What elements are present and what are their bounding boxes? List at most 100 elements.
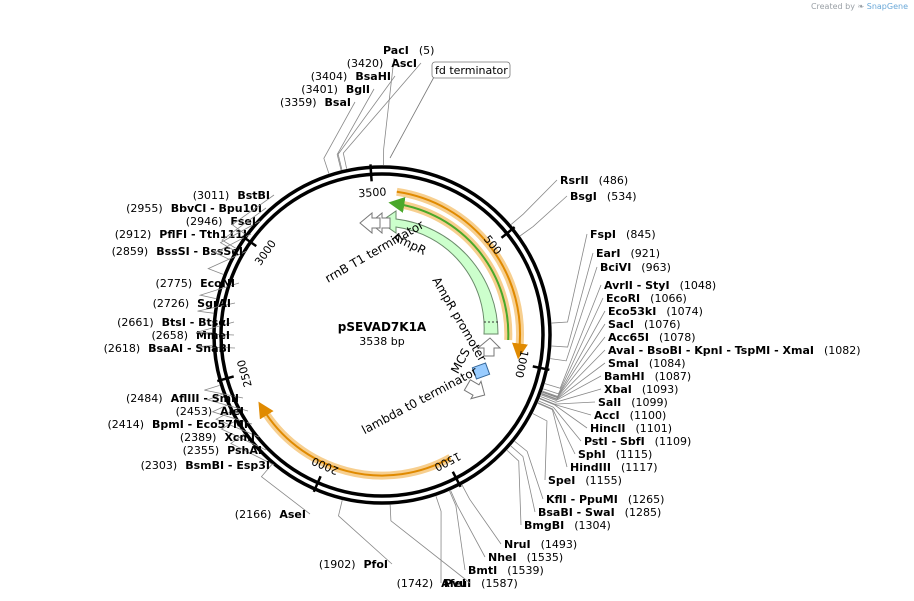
site-position: (2658): [151, 329, 188, 342]
restriction-site-bstbi[interactable]: BstBI(3011): [193, 189, 275, 235]
restriction-site-bsaai[interactable]: BsaAI - SnaBI(2618): [104, 342, 236, 355]
restriction-site-afei[interactable]: AfeI(1742): [389, 504, 471, 590]
site-leader-line: [510, 179, 558, 225]
site-leader-line: [540, 375, 602, 401]
restriction-site-eari[interactable]: EarI(921): [551, 247, 660, 348]
site-name: EarI: [596, 247, 620, 260]
restriction-site-alei[interactable]: AleI(2453): [176, 393, 249, 418]
site-leader-line: [197, 302, 236, 314]
restriction-site-avrii[interactable]: AvrII - StyI(1048): [544, 279, 716, 389]
site-leader-line: [450, 490, 486, 558]
restriction-site-afliii[interactable]: AflIII - SmlI(2484): [126, 385, 244, 405]
restriction-site-smai[interactable]: SmaI(1084): [541, 357, 685, 400]
orf-arc-3[interactable]: [258, 401, 451, 477]
tick-mark-1500: [451, 471, 462, 488]
site-name: BsaAI - SnaBI: [148, 342, 231, 355]
restriction-site-xcmi[interactable]: XcmI(2389): [180, 411, 260, 444]
site-leader-line: [383, 57, 395, 166]
restriction-site-psti[interactable]: PstI - SbfI(1109): [538, 400, 692, 448]
restriction-site-nhei[interactable]: NheI(1535): [450, 490, 564, 564]
site-name: PshAI: [227, 444, 262, 457]
site-name: SalI: [598, 396, 621, 409]
site-name: Eco53kI: [608, 305, 656, 318]
site-name: AscI: [391, 57, 417, 70]
orf-arc-1[interactable]: [396, 190, 528, 360]
restriction-site-mmei[interactable]: MmeI(2658): [151, 329, 235, 342]
site-position: (2355): [183, 444, 220, 457]
restriction-site-acc65i[interactable]: Acc65I(1078): [541, 331, 696, 399]
site-position: (1285): [625, 506, 662, 519]
restriction-site-bsai[interactable]: BsaI(3359): [280, 96, 356, 174]
site-name: FspI: [590, 228, 616, 241]
restriction-site-hindiii[interactable]: HindIII(1117): [537, 402, 658, 474]
site-leader-line: [338, 500, 393, 565]
site-leader-line: [514, 441, 544, 500]
site-position: (2166): [235, 508, 272, 521]
site-leader-line: [219, 220, 261, 251]
restriction-site-bgli[interactable]: BglI(3401): [301, 83, 375, 171]
restriction-site-pfoi[interactable]: PfoI(1902): [319, 500, 393, 571]
restriction-site-bmti[interactable]: BmtI(1539): [449, 490, 544, 577]
site-leader-line: [198, 282, 240, 299]
tick-mark-2000: [312, 475, 322, 493]
restriction-site-btsi[interactable]: BtsI - BtsαI(2661): [117, 316, 235, 334]
restriction-site-nrui[interactable]: NruI(1493): [461, 484, 578, 551]
restriction-site-bsabi[interactable]: BsaBI - SwaI(1285): [510, 445, 662, 519]
site-position: (1265): [628, 493, 665, 506]
restriction-site-sgrai[interactable]: SgrAI(2726): [153, 297, 236, 314]
restriction-site-bmgbi[interactable]: BmgBI(1304): [506, 449, 611, 532]
restriction-site-hincii[interactable]: HincII(1101): [539, 398, 673, 435]
plasmid-name: pSEVAD7K1A: [338, 320, 427, 334]
site-leader-line: [544, 284, 602, 389]
site-name: AseI: [279, 508, 306, 521]
restriction-site-rsrii[interactable]: RsrII(486): [510, 174, 628, 225]
restriction-site-avai[interactable]: AvaI - BsoBI - KpnI - TspMI - XmaI(1082): [541, 344, 861, 400]
restriction-site-spei[interactable]: SpeI(1155): [532, 413, 622, 487]
restriction-site-econi[interactable]: EcoNI(2775): [156, 277, 240, 299]
site-position: (1902): [319, 558, 356, 571]
site-leader-line: [196, 345, 236, 349]
rrnb-terminator-arrow-2[interactable]: [359, 211, 381, 235]
restriction-site-saci[interactable]: SacI(1076): [542, 318, 681, 398]
tick-label-3000: 3000: [252, 238, 279, 268]
restriction-site-sphi[interactable]: SphI(1115): [537, 402, 652, 461]
restriction-site-fsei[interactable]: FseI(2946): [186, 215, 261, 251]
orf-arc-2[interactable]: [388, 197, 510, 341]
site-name: HindIII: [570, 461, 611, 474]
restriction-site-bsssi[interactable]: BssSI - BssSαI(2859): [112, 245, 248, 275]
fd-terminator-callout[interactable]: fd terminator: [389, 61, 511, 159]
restriction-site-bpmi[interactable]: BpmI - Eco57MI(2414): [107, 404, 253, 431]
site-leader-line: [211, 404, 253, 425]
restriction-site-bsgi[interactable]: BsgI(534): [519, 190, 637, 237]
site-position: (1066): [650, 292, 687, 305]
site-position: (534): [607, 190, 637, 203]
restriction-site-asei[interactable]: AseI (2166): [235, 464, 311, 521]
site-name: PstI - SbfI: [584, 435, 645, 448]
mcs-feature[interactable]: [471, 362, 491, 380]
restriction-site-bbvci[interactable]: BbvCI - Bpu10I(2955): [126, 202, 267, 249]
site-position: (2955): [126, 202, 163, 215]
site-leader-line: [342, 62, 422, 169]
tick-mark-1000: [532, 365, 550, 372]
site-leader-line: [519, 195, 568, 237]
restriction-site-bamhi[interactable]: BamHI(1087): [540, 370, 691, 401]
restriction-site-ecori[interactable]: EcoRI(1066): [543, 292, 687, 395]
ampr-promoter-arrow[interactable]: [476, 337, 502, 357]
lambda-t0-terminator-arrow[interactable]: [462, 376, 489, 403]
site-name: SpeI: [548, 474, 575, 487]
site-position: (1493): [541, 538, 578, 551]
restriction-site-xbai[interactable]: XbaI(1093): [540, 383, 678, 403]
restriction-site-kfli[interactable]: KflI - PpuMI(1265): [514, 441, 665, 506]
restriction-site-fspi[interactable]: FspI(845): [551, 228, 656, 324]
restriction-site-asci[interactable]: AscI(3420): [342, 57, 422, 169]
restriction-site-pvui[interactable]: PvuI(1587): [435, 496, 518, 590]
restriction-site-bcivi[interactable]: BciVI(963): [550, 261, 671, 362]
restriction-site-pshai[interactable]: PshAI (2355): [183, 420, 267, 457]
site-name: BsmBI - Esp3I: [185, 459, 270, 472]
site-leader-line: [260, 464, 311, 515]
site-name: PflFI - Tth111I: [159, 228, 247, 241]
restriction-site-paci[interactable]: PacI(5): [383, 44, 434, 166]
restriction-site-bsahi[interactable]: BsaHI(3404): [311, 70, 396, 170]
site-position: (2912): [115, 228, 152, 241]
fd-terminator-leader: [389, 76, 435, 159]
